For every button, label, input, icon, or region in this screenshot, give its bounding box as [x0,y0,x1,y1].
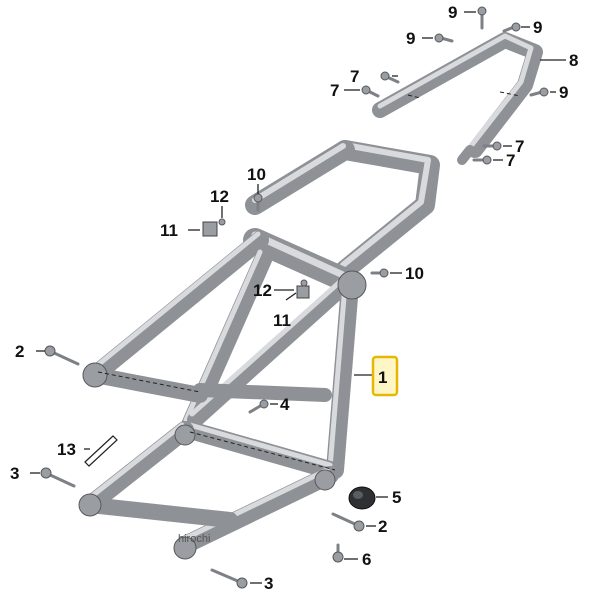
callout-11-center: 11 [273,311,291,330]
watermark: hirochi [178,533,210,545]
callout-9-a: 9 [448,3,457,22]
callout-2-upper: 2 [15,342,24,361]
main-frame [78,140,440,560]
callout-1-highlight [371,355,399,397]
callout-3-lower: 3 [264,574,273,593]
callout-10-upper: 10 [247,165,266,184]
callout-5: 5 [392,488,401,507]
callout-9-d: 9 [559,83,568,102]
assembly-lines [97,91,521,471]
callout-8: 8 [569,51,578,70]
rear-subframe [372,32,543,165]
callout-7-d: 7 [506,151,515,170]
bolts [40,6,549,589]
callout-12-upper: 12 [210,187,229,206]
callout-13: 13 [57,440,76,459]
callout-2-lower: 2 [378,517,387,536]
callout-7-b: 7 [330,81,339,100]
callout-6: 6 [362,550,371,569]
rubber-cap [348,486,376,510]
callout-12-center: 12 [253,281,272,300]
callout-4: 4 [280,395,290,414]
callout-9-c: 9 [406,29,415,48]
callout-3-upper: 3 [10,464,19,483]
callout-9-b: 9 [533,18,542,37]
rubber-strip [84,435,118,467]
callout-7-a: 7 [350,67,359,86]
callout-7-c: 7 [515,137,524,156]
callout-1: 1 [378,368,387,387]
leader-lines [30,11,566,584]
callout-10-right: 10 [405,264,424,283]
callout-labels: 1 2 2 3 3 3 4 5 6 7 7 7 7 8 9 9 9 9 10 1… [10,3,578,593]
callout-11-left: 11 [160,221,178,240]
